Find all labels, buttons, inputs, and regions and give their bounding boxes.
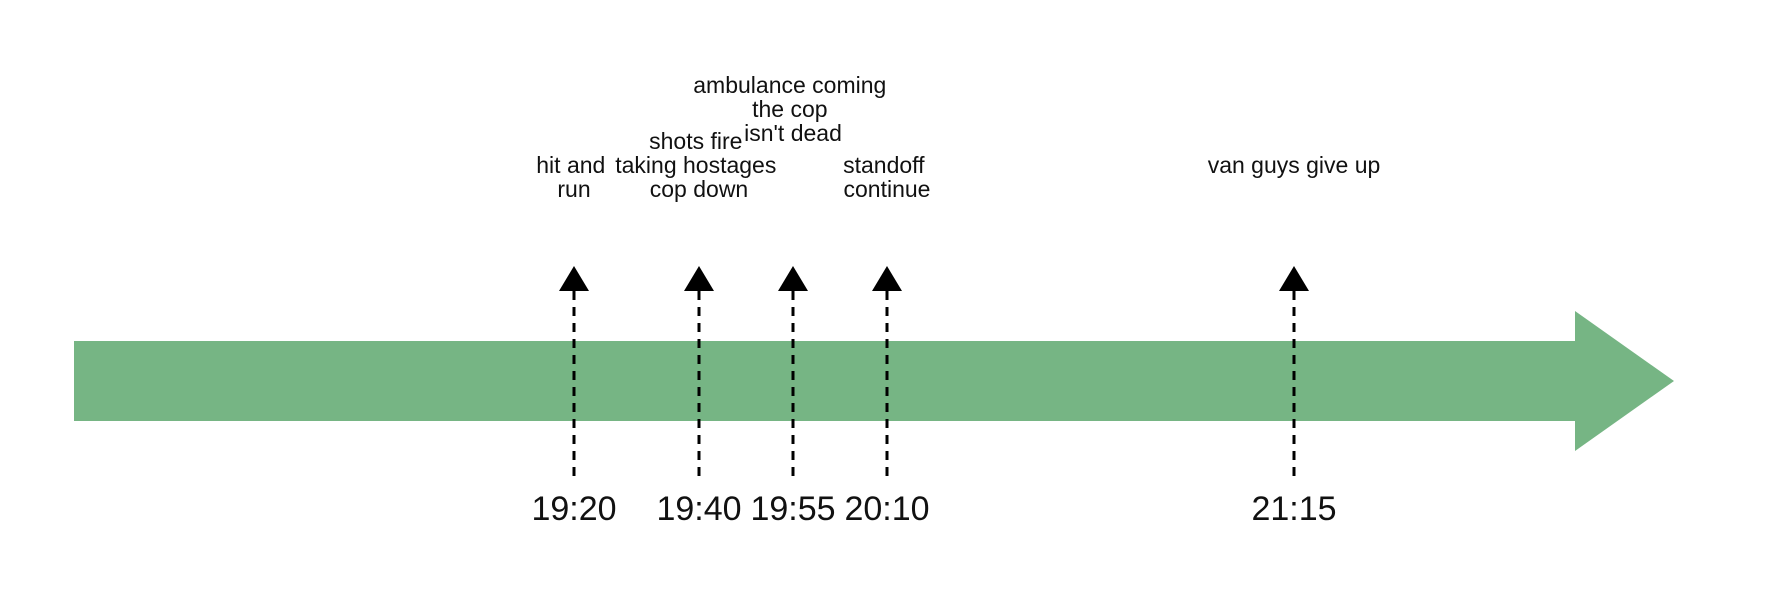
event-label-line: isn't dead [744,120,842,146]
event-marker-19-20: hit and run 19:20 [531,152,616,528]
event-label-line: run [557,176,590,202]
event-label: hit and run [536,152,611,202]
event-label: shots fire taking hostages cop down [615,128,783,202]
event-marker-20-10: standoff continue 20:10 [843,152,931,528]
event-marker-19-55: ambulance coming the cop isn't dead 19:5… [693,72,892,528]
event-label-line: shots fire [649,128,742,154]
event-label-line: hit and [536,152,605,178]
event-label-line: cop down [650,176,748,202]
event-arrowhead [1279,266,1309,291]
event-label-line: taking hostages [615,152,776,178]
event-label-line: standoff [843,152,925,178]
event-time: 21:15 [1251,490,1336,528]
event-arrowhead [778,266,808,291]
event-arrowhead [684,266,714,291]
event-label: ambulance coming the cop isn't dead [693,72,892,146]
event-label-line: continue [844,176,931,202]
event-time: 20:10 [844,490,929,528]
event-arrowhead [872,266,902,291]
event-label-line: van guys give up [1208,152,1381,178]
event-time: 19:40 [656,490,741,528]
event-time: 19:20 [531,490,616,528]
timeline-arrow [74,311,1674,451]
event-marker-19-40: shots fire taking hostages cop down 19:4… [615,128,783,528]
event-label-line: ambulance coming [693,72,886,98]
event-label-line: the cop [752,96,827,122]
event-arrowhead [559,266,589,291]
event-marker-21-15: van guys give up 21:15 [1208,152,1381,528]
event-label: standoff continue [843,152,931,202]
event-time: 19:55 [750,490,835,528]
event-label: van guys give up [1208,152,1381,178]
